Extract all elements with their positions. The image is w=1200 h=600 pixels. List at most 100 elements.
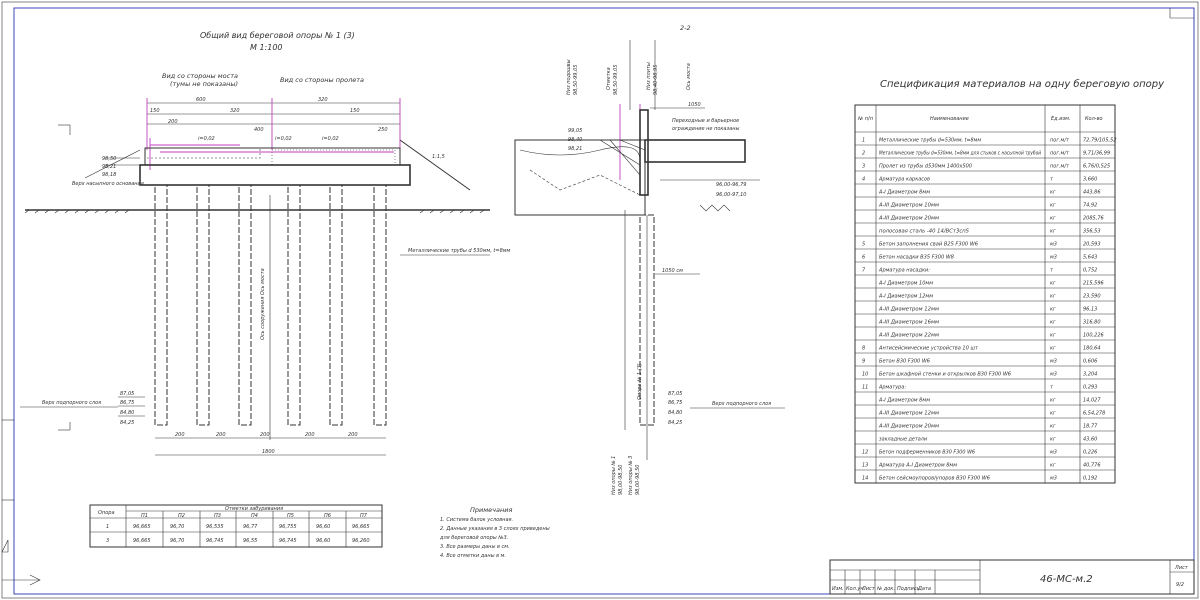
- title-block: Изм. Кол.уч. Лист № док. Подпись Дата 46…: [829, 559, 1195, 595]
- spec-cell-num: 12: [862, 449, 868, 455]
- spec-cell-unit: кг: [1050, 423, 1056, 429]
- pt-c-4: П5: [287, 513, 294, 519]
- general-view: Общий вид береговой опоры № 1 (3) М 1:10…: [20, 31, 511, 456]
- pile-len: 1050 см: [662, 268, 683, 274]
- pt-r2-6: 96,260: [352, 538, 370, 544]
- spec-cell-num: 4: [862, 176, 865, 182]
- pt-r2-4: 96,745: [279, 538, 297, 544]
- spec-cell-unit: кг: [1050, 332, 1056, 338]
- spec-cell-unit: м3: [1050, 449, 1057, 455]
- pt-r1-0: 96,665: [133, 524, 151, 530]
- spec-cell-unit: м3: [1050, 241, 1057, 247]
- sbv-3: Низ опоры № 3: [628, 456, 634, 495]
- section-view: 2-2 Низ подошвы 98,50-99,05 Отметка 98,5…: [514, 24, 785, 495]
- pt-c-5: П6: [324, 513, 331, 519]
- spec-cell-qty: 6,76/0,525: [1083, 163, 1110, 169]
- note-3: для береговой опоры №3.: [439, 535, 508, 541]
- spec-cell-name: закладные детали: [879, 436, 928, 442]
- spec-cell-qty: 74,92: [1083, 202, 1097, 208]
- pt-r1-2: 96,535: [206, 524, 224, 530]
- spec-cell-unit: пог.м/т: [1050, 137, 1070, 143]
- spec-cell-name: Металлические трубы d=530мм, t=8мм: [879, 137, 981, 143]
- spec-cell-num: 7: [862, 267, 866, 273]
- frame-inner: [13, 7, 1195, 595]
- tb-code: 46-МС-м.2: [1040, 574, 1093, 585]
- top-dim-1: 600: [196, 97, 206, 103]
- pt-c-6: П7: [360, 513, 368, 519]
- spec-cell-name: А-III Диаметром 22мм: [878, 332, 939, 338]
- spec-h-2: Ед.изм.: [1051, 116, 1070, 122]
- sub-dim-6: 250: [378, 127, 388, 133]
- note-1: 1. Система балок условная.: [440, 517, 513, 523]
- pt-r1-5: 96,60: [316, 524, 330, 530]
- tb-sheet-label: Лист: [1174, 565, 1189, 571]
- pt-r2-5: 96,60: [316, 538, 330, 544]
- pt-r2-l: 3: [106, 538, 109, 544]
- spec-cell-unit: кг: [1050, 319, 1056, 325]
- top-dim-2: 320: [318, 97, 328, 103]
- spec-cell-unit: т: [1050, 176, 1054, 182]
- spec-cell-num: 9: [862, 358, 865, 364]
- sec-bot-1: 87,05: [668, 391, 682, 397]
- spec-cell-unit: кг: [1050, 202, 1056, 208]
- pt-r1-l: 1: [106, 524, 109, 530]
- elev-top-2: 98,21: [102, 164, 116, 170]
- pt-c-2: П3: [214, 513, 221, 519]
- spec-cell-qty: 9,71/36,99: [1083, 150, 1110, 156]
- spec-h-1: Наименование: [930, 116, 969, 122]
- note-5: 4. Все отметки даны в м.: [440, 553, 506, 559]
- spec-cell-qty: 20,593: [1083, 241, 1101, 247]
- sbv-1: Низ опоры № 1: [611, 456, 617, 495]
- spec-cell-name: Арматура насадки:: [878, 267, 930, 273]
- tb-col-5: Дата: [917, 586, 931, 592]
- spec-cell-unit: кг: [1050, 306, 1056, 312]
- sbv-2: 98,00-98,50: [618, 465, 624, 495]
- spec-cell-unit: кг: [1050, 410, 1056, 416]
- top-dim-4: 320: [230, 108, 240, 114]
- spec-cell-num: 3: [862, 163, 865, 169]
- spec-cell-name: Бетон насадки В35 F300 W8: [879, 254, 954, 260]
- bot-dim-3: 200: [260, 432, 270, 438]
- spec-cell-num: 6: [862, 254, 865, 260]
- sub-dim-3: 400: [254, 127, 264, 133]
- spec-cell-name: А-I Диаметром 8мм: [878, 397, 930, 403]
- spec-cell-qty: 0,226: [1083, 449, 1097, 455]
- tb-col-2: Лист: [861, 586, 876, 592]
- spec-cell-qty: 3,204: [1083, 371, 1097, 377]
- spec-cell-unit: кг: [1050, 345, 1056, 351]
- spec-cell-unit: кг: [1050, 189, 1056, 195]
- pile-label: Металлические трубы d 530мм, t=8мм: [408, 248, 511, 254]
- sv-3: Отметка: [606, 67, 612, 90]
- pt-r1-1: 96,70: [170, 524, 184, 530]
- spec-table: Спецификация материалов на одну берегову…: [854, 78, 1165, 484]
- spec-cell-name: Бетон заполнения свай В25 F300 W6: [879, 241, 978, 247]
- sec-axis: Опора № 1 (3): [637, 363, 643, 400]
- note-4: 3. Все размеры даны в см.: [440, 544, 510, 550]
- spec-cell-unit: кг: [1050, 293, 1056, 299]
- elev-bot-3: 84,80: [120, 410, 134, 416]
- spec-cell-unit: кг: [1050, 280, 1056, 286]
- sec-bot-3: 84,80: [668, 410, 682, 416]
- pt-r1-6: 96,665: [352, 524, 370, 530]
- elev-bot-2: 86,75: [120, 400, 134, 406]
- spec-cell-unit: кг: [1050, 228, 1056, 234]
- spec-cell-qty: 14,027: [1083, 397, 1101, 403]
- note-left-2: (тумы не показаны): [170, 80, 238, 88]
- spec-cell-qty: 356,53: [1083, 228, 1101, 234]
- pt-h-1: Отметки забуривания: [225, 506, 283, 512]
- spec-cell-unit: кг: [1050, 397, 1056, 403]
- spec-cell-unit: пог.м/т: [1050, 163, 1070, 169]
- spec-cell-name: Арматура каркасов: [878, 176, 930, 182]
- spec-h-3: Кол-во: [1085, 116, 1103, 122]
- pt-c-3: П4: [251, 513, 258, 519]
- note-left-1: Вид со стороны моста: [162, 72, 238, 80]
- spec-cell-qty: 215,596: [1083, 280, 1104, 286]
- sec-bot-4: 84,25: [668, 420, 682, 426]
- sub-dim-2: i=0,02: [198, 136, 215, 142]
- piles: [154, 184, 387, 426]
- tb-col-4: Подпись: [897, 586, 920, 592]
- spec-cell-name: Бетон сейсмоупоров/упоров В30 F300 W6: [879, 475, 990, 481]
- section-label: 2-2: [680, 24, 691, 32]
